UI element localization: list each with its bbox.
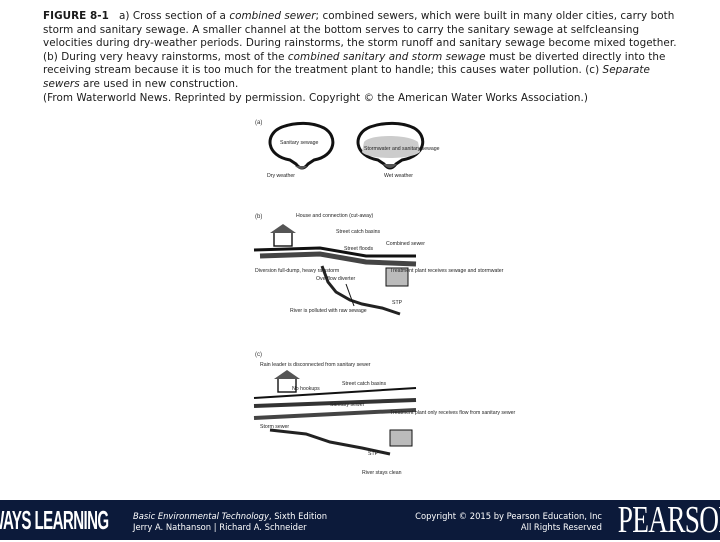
pearson-logo: PEARSON bbox=[617, 499, 720, 541]
panel-b-label: (b) bbox=[255, 214, 263, 220]
label-river-clean: River stays clean bbox=[362, 470, 402, 476]
label-sanitary-sewer: Sanitary sewer bbox=[330, 402, 365, 408]
caption-text-3: must be diverted directly into the recei… bbox=[43, 50, 666, 77]
panel-a-label: (a) bbox=[255, 120, 263, 126]
book-authors: Jerry A. Nathanson | Richard A. Schneide… bbox=[133, 522, 307, 532]
label-sanitary-sewage: Sanitary sewage bbox=[280, 140, 319, 146]
caption-text-4: are used in new construction. bbox=[79, 77, 239, 90]
panel-c-label: (c) bbox=[255, 352, 262, 358]
copyright-info: Copyright © 2015 by Pearson Education, I… bbox=[415, 511, 602, 533]
combined-sewer-diagram bbox=[253, 224, 417, 316]
panel-b-combined-sewer: (b) House and connection (cut-away) Stre… bbox=[250, 210, 503, 335]
label-street-floods: Street floods bbox=[344, 246, 374, 252]
caption-term-combined-sanitary: combined sanitary and storm sewage bbox=[287, 50, 486, 63]
label-house-connection: House and connection (cut-away) bbox=[296, 213, 374, 219]
label-rain-leader: Rain leader is disconnected from sanitar… bbox=[260, 362, 371, 368]
panel-c-separate-sewers: (c) Rain leader is disconnected from san… bbox=[250, 350, 515, 485]
caption-term-combined-sewer: combined sewer bbox=[229, 10, 316, 22]
caption-text-2: ; combined sewers, which were built in m… bbox=[43, 10, 677, 63]
cross-section-diagram bbox=[268, 121, 425, 170]
label-street-catch-c: Street catch basins bbox=[342, 381, 387, 387]
separate-sewer-diagram bbox=[253, 370, 417, 456]
label-river-polluted: River is polluted with raw sewage bbox=[290, 308, 367, 314]
label-wet-weather: Wet weather bbox=[384, 173, 414, 179]
caption-credit: (From Waterworld News. Reprinted by perm… bbox=[43, 91, 588, 104]
footer-bar: ALWAYS LEARNING Basic Environmental Tech… bbox=[0, 499, 720, 541]
label-street-catch: Street catch basins bbox=[336, 229, 381, 235]
figure-caption: FIGURE 8-1 a) Cross section of a combine… bbox=[43, 10, 683, 105]
book-info: Basic Environmental Technology, Sixth Ed… bbox=[133, 511, 327, 533]
label-overflow-diverter: Overflow diverter bbox=[316, 276, 356, 282]
caption-text-1: a) Cross section of a bbox=[118, 10, 230, 22]
label-dry-weather: Dry weather bbox=[267, 173, 295, 179]
always-learning-logo: ALWAYS LEARNING bbox=[0, 504, 109, 535]
label-storm-sewer: Storm sewer bbox=[260, 424, 290, 430]
panel-a-cross-sections: (a) Sanitary sewage Dry weather Stormwat… bbox=[250, 116, 450, 191]
label-diversion: Diversion full-dump, heavy rainstorm bbox=[255, 268, 340, 274]
caption-term-separate-sewers: Separate sewers bbox=[43, 64, 651, 90]
copyright-text: Copyright © 2015 by Pearson Education, I… bbox=[415, 511, 602, 521]
figure-label: FIGURE 8-1 bbox=[43, 10, 109, 22]
label-stormwater-sanitary: Stormwater and sanitary sewage bbox=[364, 146, 440, 152]
book-title: Basic Environmental Technology bbox=[133, 511, 269, 521]
label-no-hookups: No hookups bbox=[292, 386, 320, 392]
label-stp-b: STP bbox=[392, 300, 403, 306]
label-treatment-plant-c: Treatment plant only receives flow from … bbox=[390, 410, 516, 416]
book-edition: , Sixth Edition bbox=[268, 511, 328, 521]
label-stp-c: STP bbox=[368, 451, 379, 457]
rights-text: All Rights Reserved bbox=[520, 522, 602, 532]
label-treatment-plant-b: Treatment plant receives sewage and stor… bbox=[390, 268, 504, 274]
label-combined-sewer: Combined sewer bbox=[386, 241, 425, 247]
